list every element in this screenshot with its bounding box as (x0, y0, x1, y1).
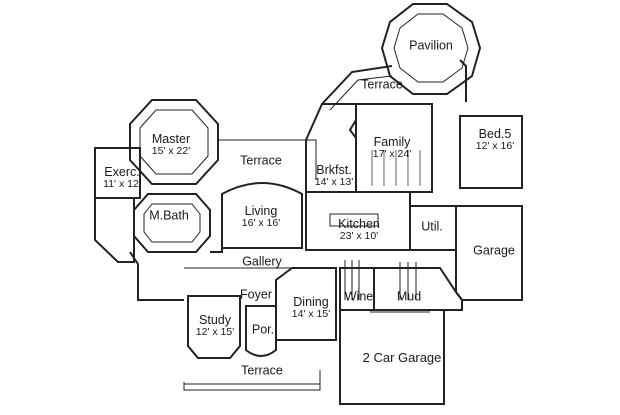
room-label-brkfst: Brkfst.14' x 13' (314, 162, 354, 189)
terrace-top-outline (321, 65, 393, 105)
closet-wing (94, 197, 135, 263)
living-outline (221, 182, 303, 249)
room-label-exerc: Exerc.11' x 12' (103, 164, 141, 191)
pavilion-inner (393, 13, 469, 83)
room-label-mbath: M.Bath (149, 208, 189, 223)
kitchen-island (329, 213, 379, 227)
room-label-terrace-mid: Terrace (240, 153, 282, 168)
room-label-terrace-top: Terrace (361, 77, 403, 92)
room-label-foyer: Foyer (240, 287, 272, 302)
util-outline (409, 205, 457, 251)
terrace-bottom-outline (183, 370, 321, 391)
room-label-garage: Garage (473, 243, 515, 258)
bed5-outline (459, 115, 523, 189)
stair-lines (344, 260, 417, 300)
room-label-pavilion: Pavilion (409, 38, 453, 53)
room-label-wine: Wine (344, 289, 374, 304)
dining-outline (275, 267, 337, 341)
main-outer-wall (129, 251, 184, 301)
study-outline (187, 295, 241, 359)
garage-outline (455, 205, 523, 301)
room-label-garage2: 2 Car Garage (362, 350, 442, 366)
terrace-mid-outline (218, 139, 317, 180)
mbath-outline (133, 193, 211, 253)
room-label-mud: Mud (396, 289, 422, 304)
master-inner (139, 109, 209, 175)
room-label-util: Util. (421, 219, 443, 234)
master-outline (129, 99, 219, 185)
garage2-outline (339, 309, 445, 405)
room-label-por: Por. (251, 322, 275, 337)
porch-outline (245, 305, 277, 357)
family-ceiling-lines (371, 150, 421, 186)
room-label-gallery: Gallery (242, 254, 282, 269)
room-label-terrace-bottom: Terrace (241, 363, 283, 378)
pavilion-outline (380, 3, 482, 95)
terrace-right-rail (459, 59, 467, 102)
